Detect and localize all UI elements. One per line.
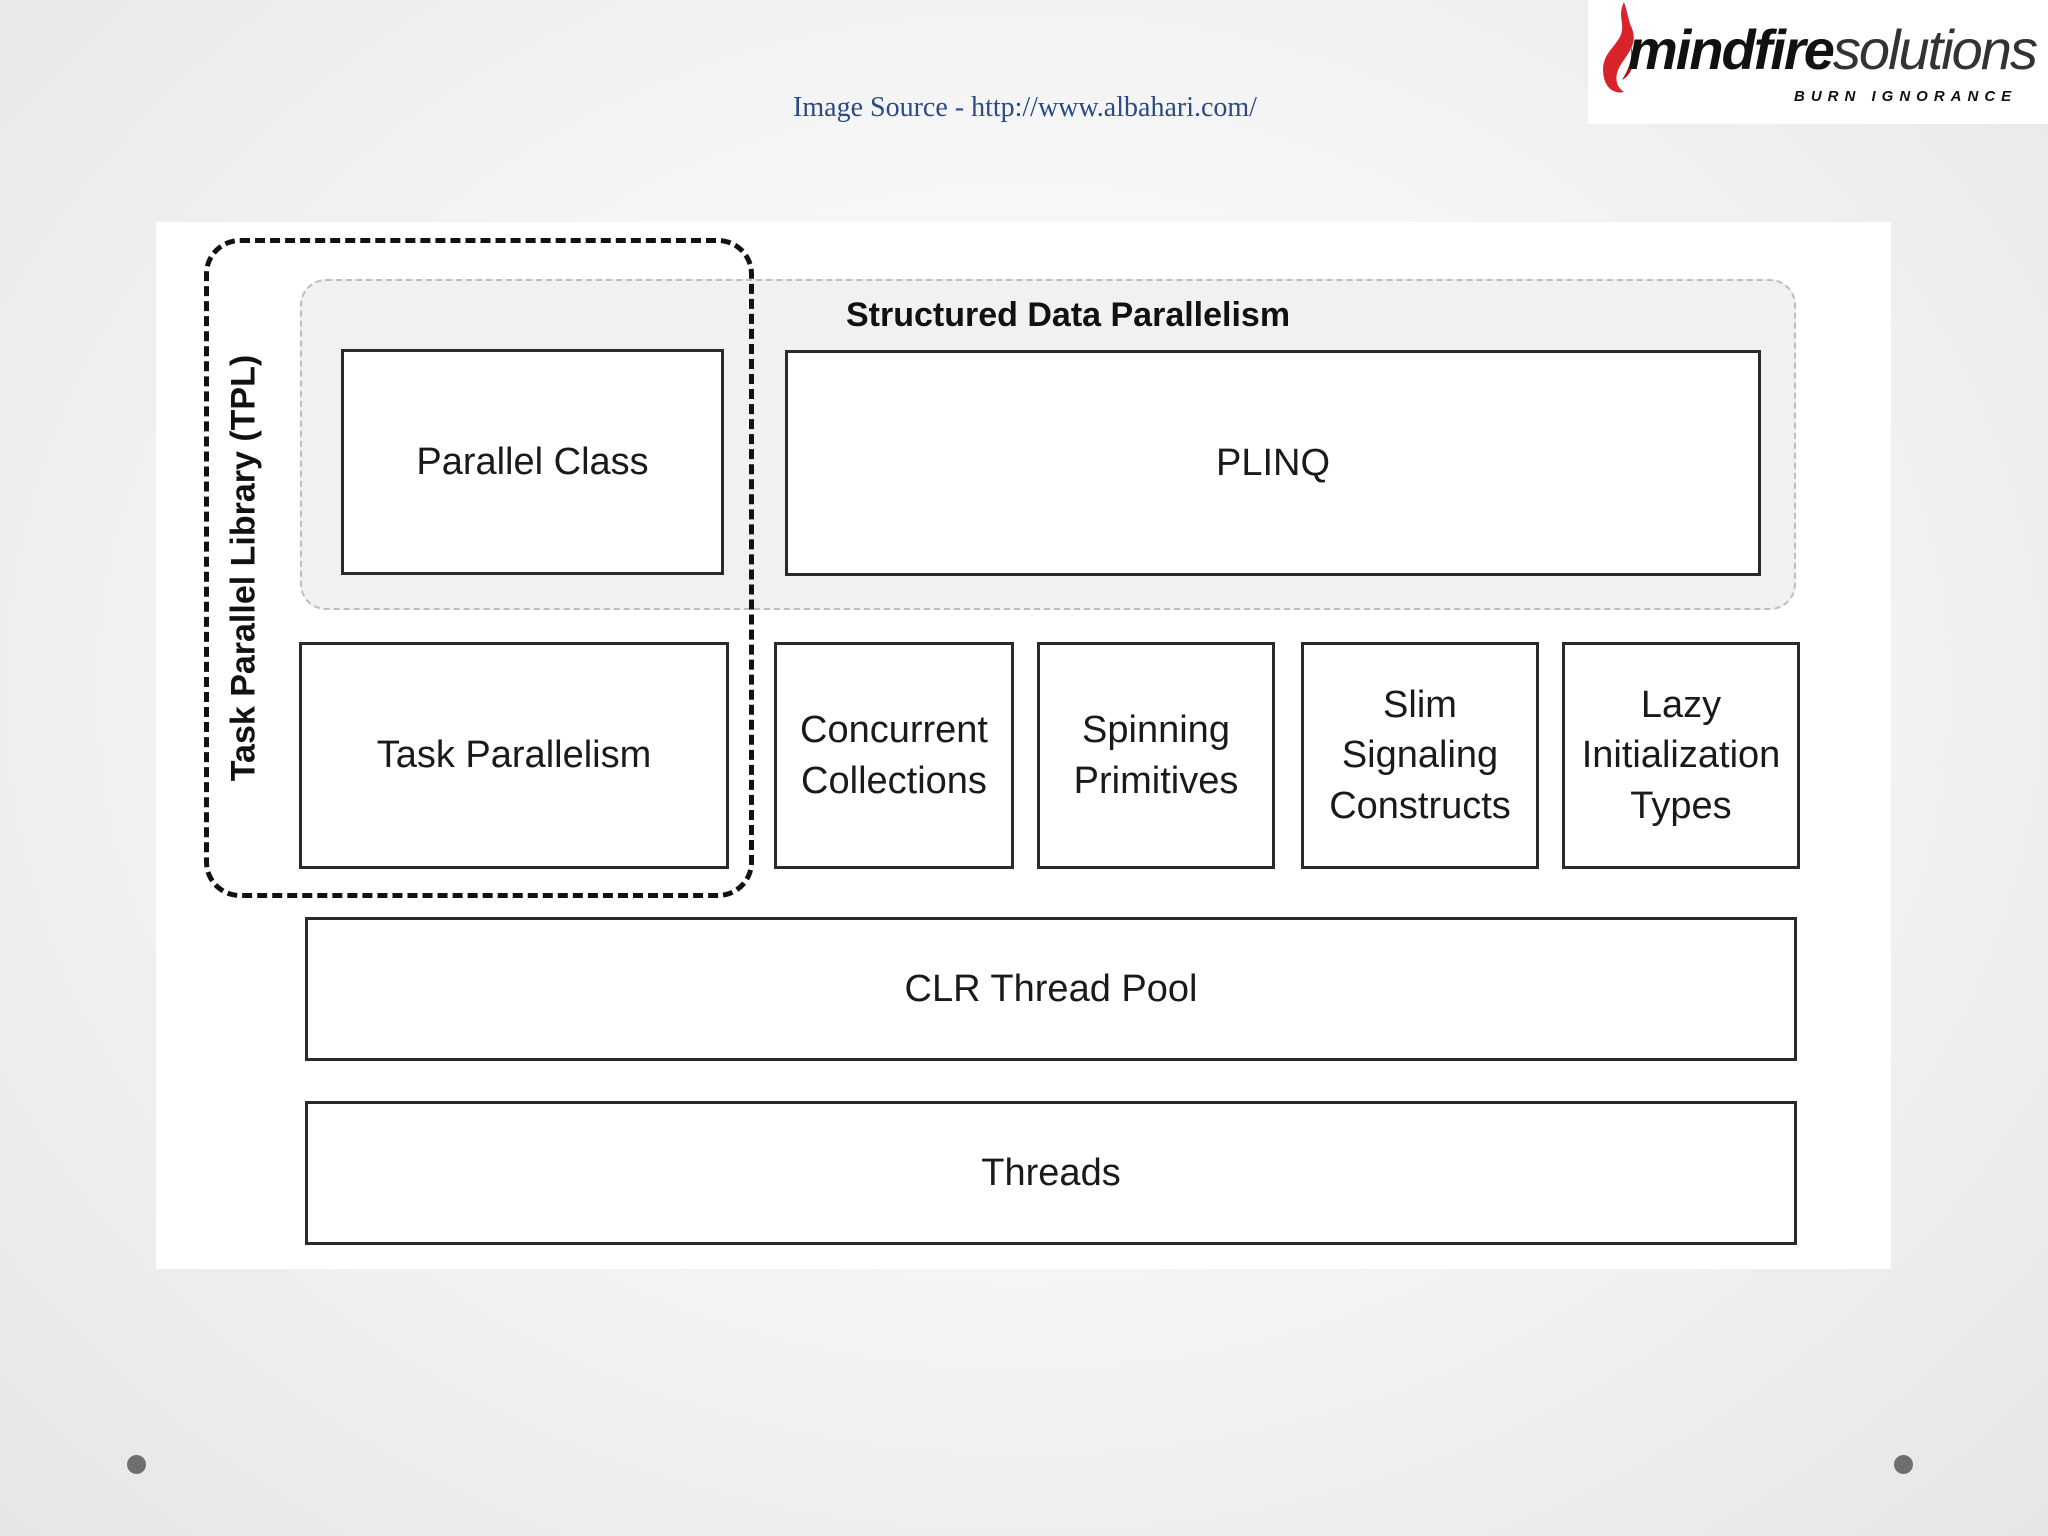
- tpl-dashed-outline: [204, 238, 754, 898]
- lazy-initialization-types-label: Lazy Initialization Types: [1582, 680, 1781, 830]
- slim-signaling-constructs-box: Slim Signaling Constructs: [1301, 642, 1539, 869]
- lazy-initialization-types-line: Lazy: [1640, 684, 1722, 727]
- lazy-initialization-types-line: Initialization: [1581, 734, 1781, 777]
- structured-data-parallelism-label: Structured Data Parallelism: [846, 296, 1291, 334]
- threads-box: Threads: [305, 1101, 1797, 1245]
- parallel-class-box: Parallel Class: [341, 349, 724, 575]
- spinning-primitives-box: Spinning Primitives: [1037, 642, 1275, 869]
- parallel-class-label: Parallel Class: [416, 440, 649, 483]
- concurrent-collections-line: Collections: [801, 759, 987, 802]
- logo-word-bold: mindfire: [1628, 18, 1835, 81]
- logo-word-light: solutions: [1832, 18, 2038, 81]
- lazy-initialization-types-box: Lazy Initialization Types: [1562, 642, 1800, 869]
- slim-signaling-constructs-line: Slim: [1383, 684, 1457, 727]
- spinning-primitives-label: Spinning Primitives: [1074, 705, 1239, 805]
- tpl-label-text: Task Parallel Library (TPL): [224, 354, 263, 782]
- clr-thread-pool-box: CLR Thread Pool: [305, 917, 1797, 1061]
- logo-tagline: BURN IGNORANCE: [1794, 88, 2018, 105]
- slide-corner-dot-right: [1894, 1455, 1913, 1474]
- logo-wordmark: mindfiresolutions: [1628, 22, 2038, 78]
- mindfire-logo: mindfiresolutions BURN IGNORANCE: [1588, 0, 2048, 124]
- slide-corner-dot-left: [127, 1455, 146, 1474]
- task-parallelism-label: Task Parallelism: [376, 734, 652, 777]
- slim-signaling-constructs-line: Constructs: [1329, 784, 1511, 827]
- threads-label: Threads: [981, 1151, 1121, 1194]
- spinning-primitives-line: Primitives: [1073, 759, 1239, 802]
- slim-signaling-constructs-label: Slim Signaling Constructs: [1329, 680, 1511, 830]
- concurrent-collections-box: Concurrent Collections: [774, 642, 1014, 869]
- lazy-initialization-types-line: Types: [1630, 784, 1732, 827]
- plinq-label: PLINQ: [1215, 441, 1331, 484]
- flame-icon: [1603, 2, 1634, 93]
- slim-signaling-constructs-line: Signaling: [1341, 734, 1499, 777]
- plinq-box: PLINQ: [785, 350, 1761, 576]
- clr-thread-pool-label: CLR Thread Pool: [904, 967, 1198, 1010]
- concurrent-collections-line: Concurrent: [800, 709, 988, 752]
- spinning-primitives-line: Spinning: [1082, 709, 1230, 752]
- task-parallelism-box: Task Parallelism: [299, 642, 729, 869]
- image-source-caption: Image Source - http://www.albahari.com/: [793, 92, 1257, 123]
- concurrent-collections-label: Concurrent Collections: [800, 705, 988, 805]
